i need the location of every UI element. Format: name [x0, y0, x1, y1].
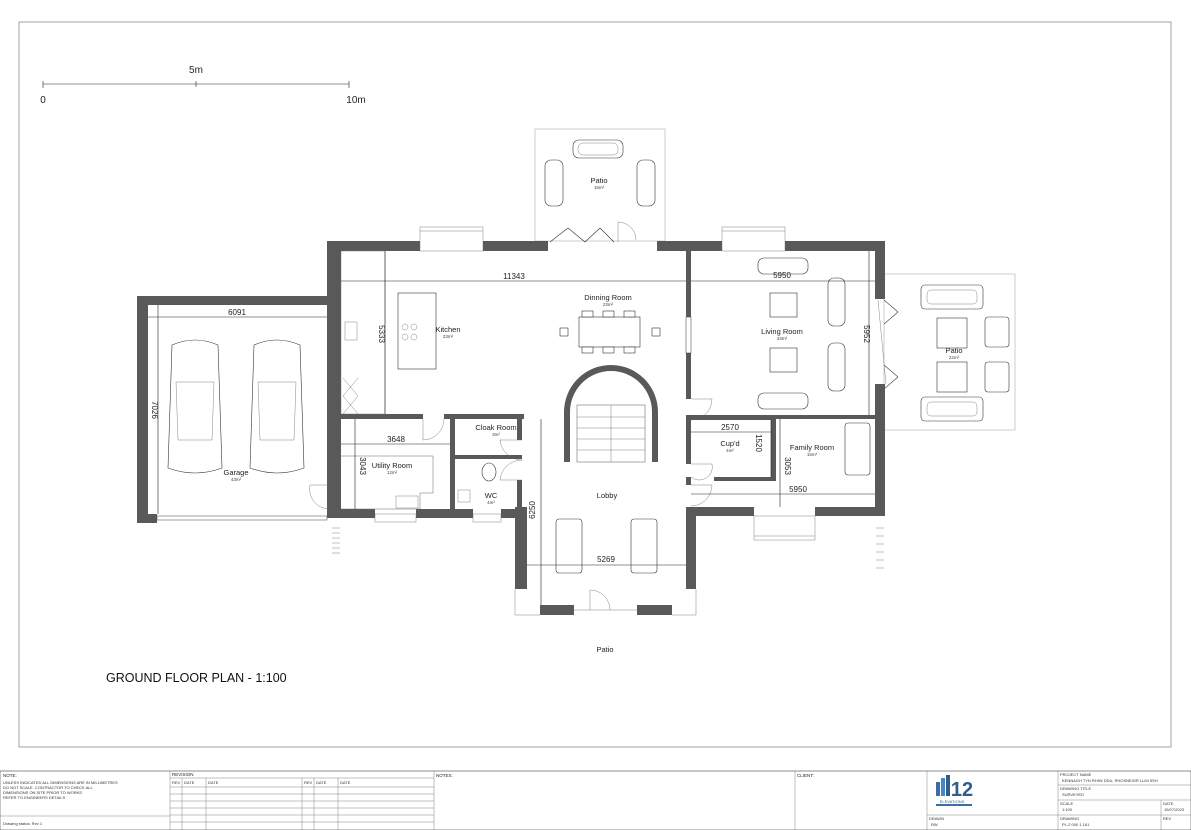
dim-family-width: 5950 [789, 485, 807, 494]
room-label-patio-right: Patio [945, 346, 962, 355]
room-area-garage: 43m² [231, 477, 242, 482]
tb-rev-col-2: REV [304, 780, 313, 785]
room-area-wc: 4m² [487, 500, 495, 505]
room-area-living: 33m² [777, 336, 788, 341]
family-furniture [844, 422, 871, 476]
tb-notes2-heading: NOTES: [436, 773, 453, 778]
dim-cupd-width: 2570 [721, 423, 739, 432]
tb-project-heading: PROJECT NAME [1060, 772, 1092, 777]
logo-sub: ELEVATIONS [940, 799, 965, 804]
room-label-kitchen: Kitchen [435, 325, 460, 334]
dining-table [559, 310, 661, 354]
room-area-utility: 12m² [387, 470, 398, 475]
tb-drawing-title-heading: DRAWING TITLE [1060, 786, 1091, 791]
dim-kitchen-depth: 5333 [377, 325, 386, 343]
room-labels: Patio 15m² Dinning Room 23m² Kitchen 33m… [223, 176, 962, 654]
dim-cupd-depth: 1520 [754, 434, 763, 452]
scale-bar-end: 10m [346, 95, 365, 106]
living-furniture [757, 257, 887, 410]
garage-cars [167, 339, 305, 474]
room-label-lobby: Lobby [597, 491, 618, 500]
tb-date-col-1b: DATE [208, 780, 219, 785]
room-label-patio-top: Patio [590, 176, 607, 185]
tb-notes-heading: NOTE: [3, 773, 17, 778]
company-logo: 12 ELEVATIONS [932, 774, 973, 808]
title-block: NOTE: UNLESS INDICATED ALL DIMENSIONS AR… [0, 770, 1191, 830]
dim-utility-width: 3648 [387, 435, 405, 444]
tb-note-4: REFER TO ENGINEERS DETAILS [3, 795, 66, 800]
external-steps [332, 527, 884, 569]
tb-date-heading: DATE [1163, 801, 1174, 806]
dimension-labels: 11343 5950 6091 7026 5333 3648 3043 2570… [150, 271, 871, 564]
room-area-cupd: 4m² [726, 448, 734, 453]
room-label-cloak: Cloak Room [475, 423, 516, 432]
tb-note-3: DIMENSIONS ON SITE PRIOR TO WORKS [3, 790, 82, 795]
room-label-living: Living Room [761, 327, 803, 336]
scale-bar-mid: 5m [189, 65, 203, 76]
room-label-garage: Garage [223, 468, 248, 477]
room-area-dining: 23m² [603, 302, 614, 307]
staircase [564, 365, 658, 463]
tb-drawing-no-value: PL-2 000 1 161 [1062, 822, 1090, 827]
windows [374, 226, 816, 616]
dim-living-depth: 5952 [862, 325, 871, 343]
dim-family-depth: 3053 [783, 457, 792, 475]
drawing-title: GROUND FLOOR PLAN - 1:100 [106, 671, 287, 685]
dim-lobby-width: 5269 [597, 555, 615, 564]
dim-overall-width: 11343 [503, 272, 525, 281]
tb-date-value: 15/07/2023 [1164, 807, 1185, 812]
tb-date-col-2: DATE [316, 780, 327, 785]
dim-living-width: 5950 [773, 271, 791, 280]
room-area-patio-right: 22m² [949, 355, 960, 360]
scale-bar-start: 0 [40, 95, 46, 106]
room-label-wc: WC [485, 491, 498, 500]
room-label-utility: Utility Room [372, 461, 412, 470]
tb-rev-col-1: REV [172, 780, 181, 785]
logo-text: 12 [951, 779, 973, 801]
sheet-border [18, 21, 1172, 748]
room-label-dining: Dinning Room [584, 293, 632, 302]
room-area-kitchen: 33m² [443, 334, 454, 339]
room-label-cupd: Cup'd [720, 439, 739, 448]
dim-garage-depth: 7026 [150, 401, 159, 419]
patio-top [534, 128, 666, 243]
dim-garage-width: 6091 [228, 308, 246, 317]
tb-date-col-2b: DATE [340, 780, 351, 785]
scale-bar: 5m 0 10m [40, 65, 366, 106]
patio-right [883, 273, 1016, 431]
room-area-cloak: 3m² [492, 432, 500, 437]
tb-drawn-heading: DRAWN [929, 816, 944, 821]
tb-drawing-status: Drawing status: Rev 1 [3, 821, 43, 826]
tb-note-2: DO NOT SCALE. CONTRACTOR TO CHECK ALL [3, 785, 94, 790]
doors [156, 398, 713, 521]
room-label-patio-front: Patio [596, 645, 613, 654]
tb-drawn-value: RW [931, 822, 938, 827]
tb-project-name: KENNAGH TYN RHIW DDU, RHOSNEIGR LL64 5SH [1062, 778, 1158, 783]
tb-drawing-title-value: SURVEYED [1062, 792, 1084, 797]
tb-drawing-no-heading: DRAWING [1060, 816, 1079, 821]
room-area-patio-top: 15m² [594, 185, 605, 190]
dim-lobby-depth: 6250 [528, 501, 537, 519]
lobby-seats [555, 518, 658, 574]
kitchen-fittings [340, 250, 437, 415]
room-label-family: Family Room [790, 443, 834, 452]
tb-note-1: UNLESS INDICATED ALL DIMENSIONS ARE IN M… [3, 780, 118, 785]
dim-utility-depth: 3043 [358, 457, 367, 475]
utility-fittings [341, 455, 497, 510]
tb-scale-heading: SCALE [1060, 801, 1073, 806]
dimension-lines [148, 251, 875, 605]
tb-client-heading: CLIENT: [797, 773, 814, 778]
tb-date-col-1: DATE [184, 780, 195, 785]
tb-revision-heading-right: REV [1163, 816, 1172, 821]
tb-revision-heading: REVISION [172, 772, 194, 777]
tb-scale-value: 1:100 [1062, 807, 1073, 812]
room-area-family: 15m² [807, 452, 818, 457]
